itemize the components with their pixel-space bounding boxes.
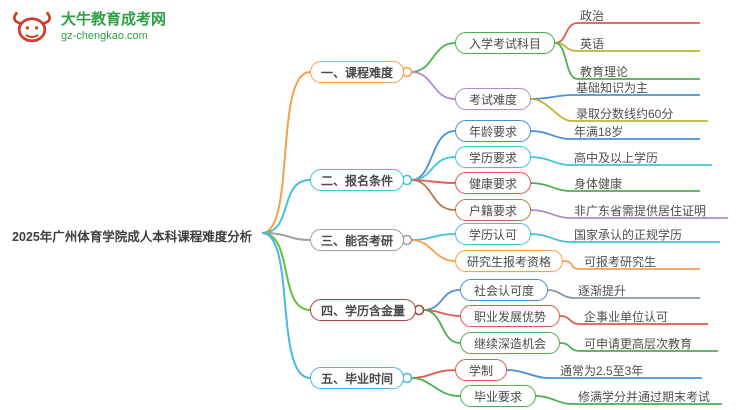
leaf-enterprise-recognized: 企事业单位认可 xyxy=(584,310,669,324)
edge-branch4-social xyxy=(422,289,461,311)
sub-node-postgrad-qualification: 研究生报考资格 xyxy=(455,250,563,272)
edge-leaf-english xyxy=(554,42,700,52)
sub-node-social-recognition: 社会认可度 xyxy=(460,279,548,301)
edge-branch1-exam-subjects xyxy=(410,42,456,73)
edge-leaf-years xyxy=(506,369,702,379)
branch-node-degree-value: 四、学历含金量 xyxy=(310,299,416,321)
edge-branch3-recognition xyxy=(410,233,456,241)
edge-branch5-schooling xyxy=(410,369,456,379)
sub-node-exam-difficulty: 考试难度 xyxy=(455,88,531,110)
branch-node-course-difficulty: 一、课程难度 xyxy=(310,61,404,83)
edge-leaf-state-recognized xyxy=(530,233,720,243)
edge-branch2-residence xyxy=(410,179,456,211)
edge-branch1-exam-difficulty xyxy=(410,71,456,100)
sub-node-education-requirement: 学历要求 xyxy=(455,146,531,168)
edge-leaf-can-apply-postgrad xyxy=(562,260,700,270)
sub-node-health-requirement: 健康要求 xyxy=(455,172,531,194)
sub-node-graduation-requirement: 毕业要求 xyxy=(460,385,536,407)
edge-leaf-age18 xyxy=(530,130,700,140)
edge-leaf-credits-final-exam xyxy=(535,395,722,405)
edge-central-branch4 xyxy=(261,232,311,311)
edge-leaf-gradual-improve xyxy=(547,289,700,299)
sub-node-degree-recognition: 学历认可 xyxy=(455,223,531,245)
leaf-gradual-improve: 逐渐提升 xyxy=(578,284,627,298)
branch-node-postgraduate: 三、能否考研 xyxy=(310,229,404,251)
sub-node-further-study: 继续深造机会 xyxy=(460,332,560,354)
leaf-credits-final-exam: 修满学分并通过期末考试 xyxy=(578,390,711,404)
edge-leaf-politics xyxy=(554,22,700,44)
branch-node-registration-conditions: 二、报名条件 xyxy=(310,169,404,191)
edge-leaf-score-line xyxy=(530,98,708,122)
central-topic: 2025年广州体育学院成人本科课程难度分析 xyxy=(12,230,253,244)
sub-node-career-advantage: 职业发展优势 xyxy=(460,305,560,327)
edge-leaf-residence-proof xyxy=(530,209,728,219)
leaf-age18: 年满18岁 xyxy=(574,125,624,139)
edge-leaf-higher-education xyxy=(559,342,718,352)
bull-icon xyxy=(12,11,52,43)
edge-leaf-highschool xyxy=(530,156,712,166)
leaf-healthy: 身体健康 xyxy=(574,177,623,191)
leaf-score-line: 录取分数线约60分 xyxy=(576,107,674,121)
edge-branch4-further-study xyxy=(422,309,461,344)
edge-leaf-education-theory xyxy=(554,42,700,80)
branch-node-graduation-time: 五、毕业时间 xyxy=(310,367,404,389)
leaf-education-theory: 教育理论 xyxy=(580,65,629,79)
sub-node-residence-requirement: 户籍要求 xyxy=(455,199,531,221)
edge-central-branch2 xyxy=(261,179,311,234)
edge-branch5-grad-req xyxy=(410,377,461,397)
edge-branch2-age xyxy=(410,130,456,181)
leaf-state-recognized: 国家承认的正规学历 xyxy=(574,228,683,242)
leaf-highschool: 高中及以上学历 xyxy=(574,151,659,165)
sub-node-schooling-system: 学制 xyxy=(455,359,507,381)
leaf-higher-education: 可申请更高层次教育 xyxy=(584,337,693,351)
site-logo: 大牛教育成考网 gz-chengkao.com xyxy=(10,8,166,46)
logo-title: 大牛教育成考网 xyxy=(61,10,167,28)
leaf-can-apply-postgrad: 可报考研究生 xyxy=(584,255,657,269)
edge-branch3-postgrad-qualification xyxy=(410,239,456,262)
sub-node-entrance-exam-subjects: 入学考试科目 xyxy=(455,32,555,54)
leaf-english: 英语 xyxy=(580,37,605,51)
leaf-basic-knowledge: 基础知识为主 xyxy=(576,81,649,95)
edge-leaf-enterprise-recognized xyxy=(559,315,708,325)
edge-leaf-healthy xyxy=(530,182,700,192)
leaf-residence-proof: 非广东省需提供居住证明 xyxy=(574,204,707,218)
edge-branch2-education xyxy=(410,156,456,181)
leaf-politics: 政治 xyxy=(580,9,605,23)
edge-central-branch1 xyxy=(261,71,311,234)
edge-central-branch5 xyxy=(261,232,311,379)
sub-node-age-requirement: 年龄要求 xyxy=(455,120,531,142)
leaf-years: 通常为2.5至3年 xyxy=(560,364,644,378)
logo-url: gz-chengkao.com xyxy=(61,29,148,42)
